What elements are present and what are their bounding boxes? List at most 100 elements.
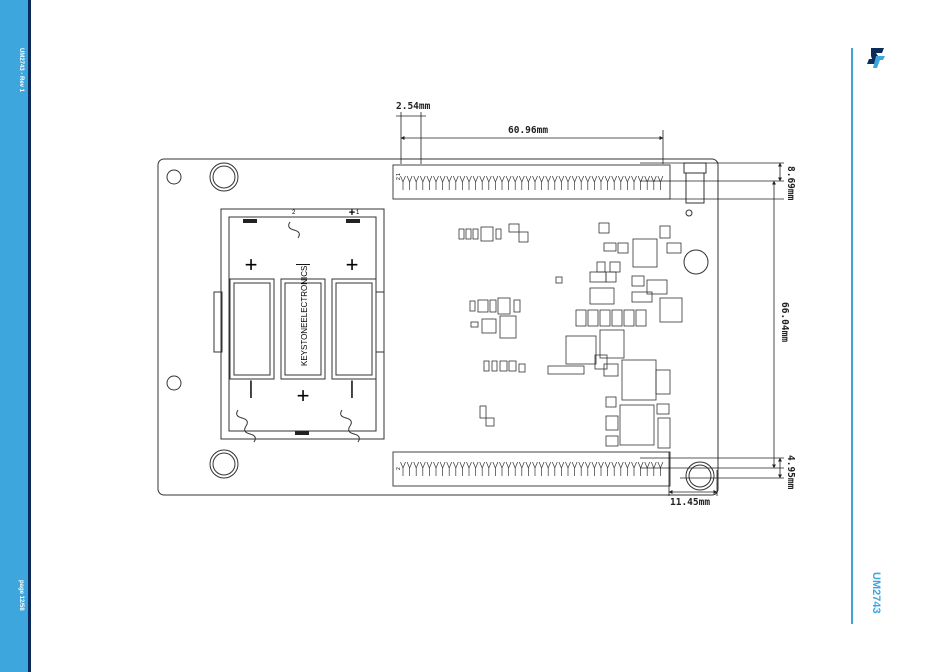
bottom-header-pin-label: 2	[396, 467, 402, 470]
header-pin	[480, 176, 485, 190]
top-header-pins	[401, 176, 663, 190]
header-pin	[559, 176, 564, 190]
header-pin	[605, 462, 610, 476]
dimension-header-length: 60.96mm	[508, 125, 548, 136]
header-pin	[559, 462, 564, 476]
header-pin	[513, 462, 518, 476]
header-pin	[539, 176, 544, 190]
slot-label-1: 1	[356, 210, 360, 216]
header-pin	[612, 176, 617, 190]
header-pin	[453, 176, 458, 190]
header-pin	[566, 176, 571, 190]
header-pin	[579, 462, 584, 476]
header-pin	[519, 176, 524, 190]
header-pin	[533, 176, 538, 190]
header-pin	[552, 462, 557, 476]
header-pin	[638, 176, 643, 190]
header-pin	[427, 462, 432, 476]
header-pin	[473, 462, 478, 476]
header-pin	[407, 176, 412, 190]
header-pin	[632, 462, 637, 476]
header-pin	[526, 462, 531, 476]
header-pin	[658, 176, 663, 190]
header-pin	[407, 462, 412, 476]
header-pin	[486, 462, 491, 476]
header-pin	[500, 176, 505, 190]
header-pin	[618, 462, 623, 476]
top-header-pin-label: 2 1	[396, 173, 402, 180]
header-pin	[585, 176, 590, 190]
header-pin	[651, 176, 656, 190]
header-pin	[625, 462, 630, 476]
header-pin	[546, 176, 551, 190]
header-pin	[467, 462, 472, 476]
header-pin	[414, 176, 419, 190]
header-pin	[460, 462, 465, 476]
battery-minus-3: |	[350, 378, 355, 398]
header-pin	[645, 462, 650, 476]
battery-plus-2: +	[297, 383, 310, 408]
battery-brand-label: KEYSTONEELECTRONICS	[300, 266, 309, 366]
top-pin-header	[393, 165, 670, 199]
small-hole	[167, 170, 181, 184]
header-pin	[500, 462, 505, 476]
header-pin	[473, 176, 478, 190]
header-pin	[440, 462, 445, 476]
header-pin	[533, 462, 538, 476]
dimension-pin-pitch: 2.54mm	[396, 101, 431, 112]
header-pin	[434, 176, 439, 190]
battery-plus-1: +	[245, 252, 258, 277]
dimension-top-offset: 8.69mm	[785, 166, 796, 201]
dimension-header-spacing: 66.04mm	[779, 302, 790, 342]
header-pin	[612, 462, 617, 476]
mounting-hole	[210, 163, 238, 191]
header-pin	[599, 462, 604, 476]
slot-label-2: 2	[292, 210, 296, 216]
header-pin	[453, 462, 458, 476]
header-pin	[506, 176, 511, 190]
buzzer	[684, 250, 708, 274]
header-pin	[493, 176, 498, 190]
header-pin	[605, 176, 610, 190]
header-pin	[546, 462, 551, 476]
header-pin	[486, 176, 491, 190]
mounting-hole	[686, 462, 714, 490]
battery-minus-1: |	[249, 378, 254, 398]
header-pin	[592, 462, 597, 476]
header-pin	[625, 176, 630, 190]
header-pin	[447, 176, 452, 190]
header-pin	[572, 462, 577, 476]
header-pin	[519, 462, 524, 476]
header-pin	[447, 462, 452, 476]
header-pin	[651, 462, 656, 476]
header-pin	[480, 462, 485, 476]
header-pin	[638, 462, 643, 476]
header-pin	[467, 176, 472, 190]
header-pin	[420, 462, 425, 476]
battery-plus-3: +	[346, 252, 359, 277]
header-pin	[427, 176, 432, 190]
bottom-header-pins	[401, 462, 663, 476]
battery-holder-plus: +	[349, 207, 355, 219]
mounting-hole	[210, 450, 238, 478]
battery-cell-3	[332, 279, 376, 379]
header-pin	[658, 462, 663, 476]
header-pin	[585, 462, 590, 476]
pcb-components	[459, 223, 682, 448]
header-pin	[552, 176, 557, 190]
header-pin	[434, 462, 439, 476]
dimension-bottom-offset: 4.95mm	[785, 455, 796, 490]
dimension-side-offset: 11.45mm	[670, 497, 710, 508]
header-pin	[579, 176, 584, 190]
header-pin	[414, 462, 419, 476]
small-hole	[167, 376, 181, 390]
bottom-pin-header	[393, 452, 670, 486]
header-pin	[632, 176, 637, 190]
header-pin	[420, 176, 425, 190]
battery-cell-1	[230, 279, 274, 379]
header-pin	[401, 176, 406, 190]
header-pin	[566, 462, 571, 476]
header-pin	[539, 462, 544, 476]
usb-connector	[684, 163, 706, 173]
